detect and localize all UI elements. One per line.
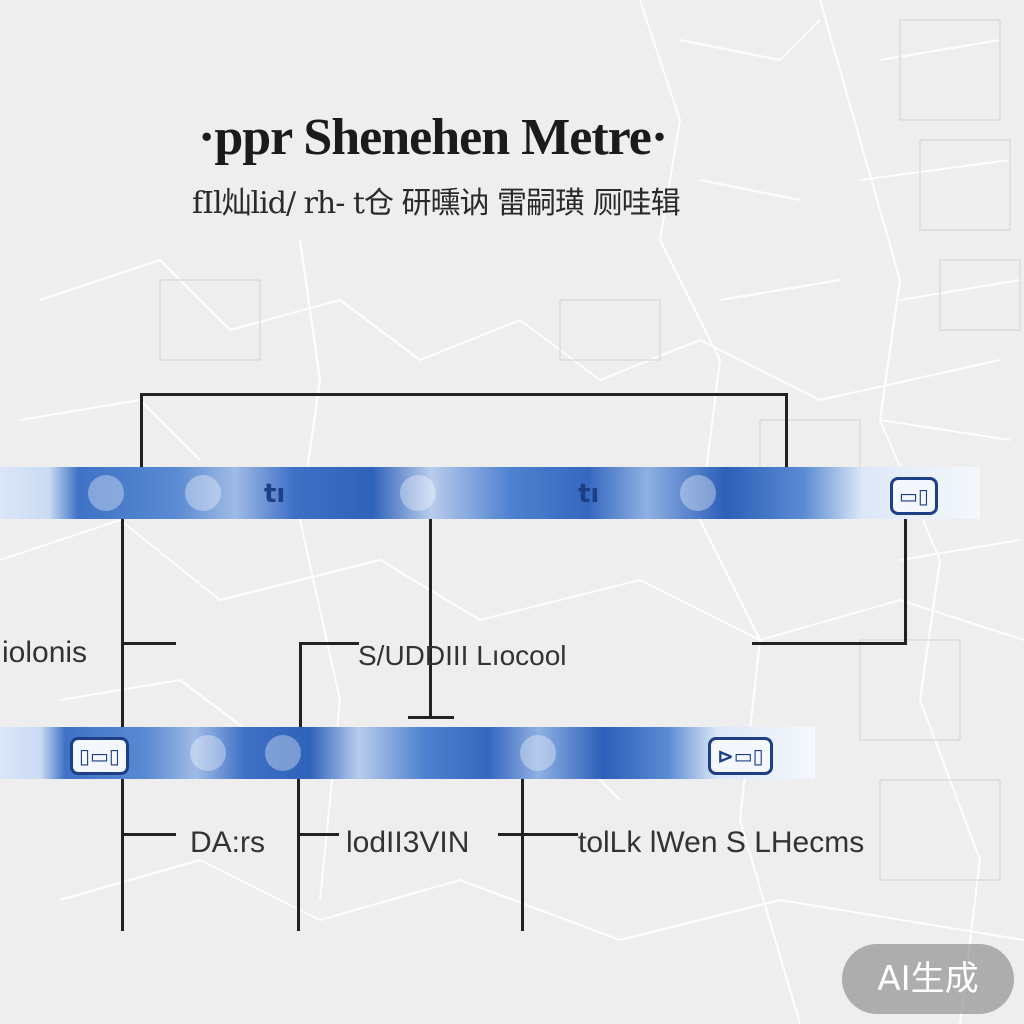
connector-bottom-1-tick <box>121 833 176 836</box>
band-chevron <box>88 475 124 511</box>
metro-logo-right-icon: ⊳▭▯ <box>708 737 773 775</box>
connector-left-vertical <box>121 519 124 727</box>
connector-bottom-1 <box>121 779 124 931</box>
connector-center-stub <box>408 716 454 719</box>
bracket-left-vertical <box>140 393 143 468</box>
top-band: tı tı ▭▯ <box>0 467 980 519</box>
label-bottom-2: lodII3VIN <box>346 826 470 859</box>
connector-right-horizontal <box>752 642 907 645</box>
band-chevron <box>680 475 716 511</box>
connector-center-vertical <box>429 519 432 719</box>
ai-generated-watermark: AI生成 <box>842 944 1014 1014</box>
connector-right-vertical <box>904 519 907 644</box>
label-bottom-3: tolLk lWen S LHecms <box>578 826 865 859</box>
connector-left-tick <box>121 642 176 645</box>
connector-bottom-3-tick <box>498 833 578 836</box>
bottom-band: ▯▭▯ ⊳▭▯ <box>0 727 815 779</box>
bracket-right-vertical <box>785 393 788 468</box>
connector-center-bracket-v <box>299 642 302 727</box>
page-title: ·ppr Shenehen Metre· <box>198 109 668 166</box>
label-left-mid: iolonis <box>2 636 88 669</box>
band-chevron <box>185 475 221 511</box>
metro-logo-icon: ▭▯ <box>890 477 938 515</box>
band-chevron <box>520 735 556 771</box>
connector-center-bracket-h <box>299 642 359 645</box>
band-mark-a: tı <box>264 479 286 509</box>
connector-bottom-2-tick <box>297 833 339 836</box>
connector-bottom-3 <box>521 779 524 931</box>
metro-logo-left-icon: ▯▭▯ <box>70 737 129 775</box>
label-bottom-1: DA:rs <box>190 826 265 859</box>
band-chevron <box>265 735 301 771</box>
band-chevron <box>190 735 226 771</box>
page-subtitle: fIl灿lid/ rh- t仓 研曛讷 雷嗣璜 厕哇辑 <box>192 186 681 221</box>
connector-bottom-2 <box>297 779 300 931</box>
label-center-mid: S/UDDIII Lıocool <box>358 640 567 671</box>
bracket-top-horizontal <box>140 393 788 396</box>
band-mark-b: tı <box>578 479 600 509</box>
band-chevron <box>400 475 436 511</box>
